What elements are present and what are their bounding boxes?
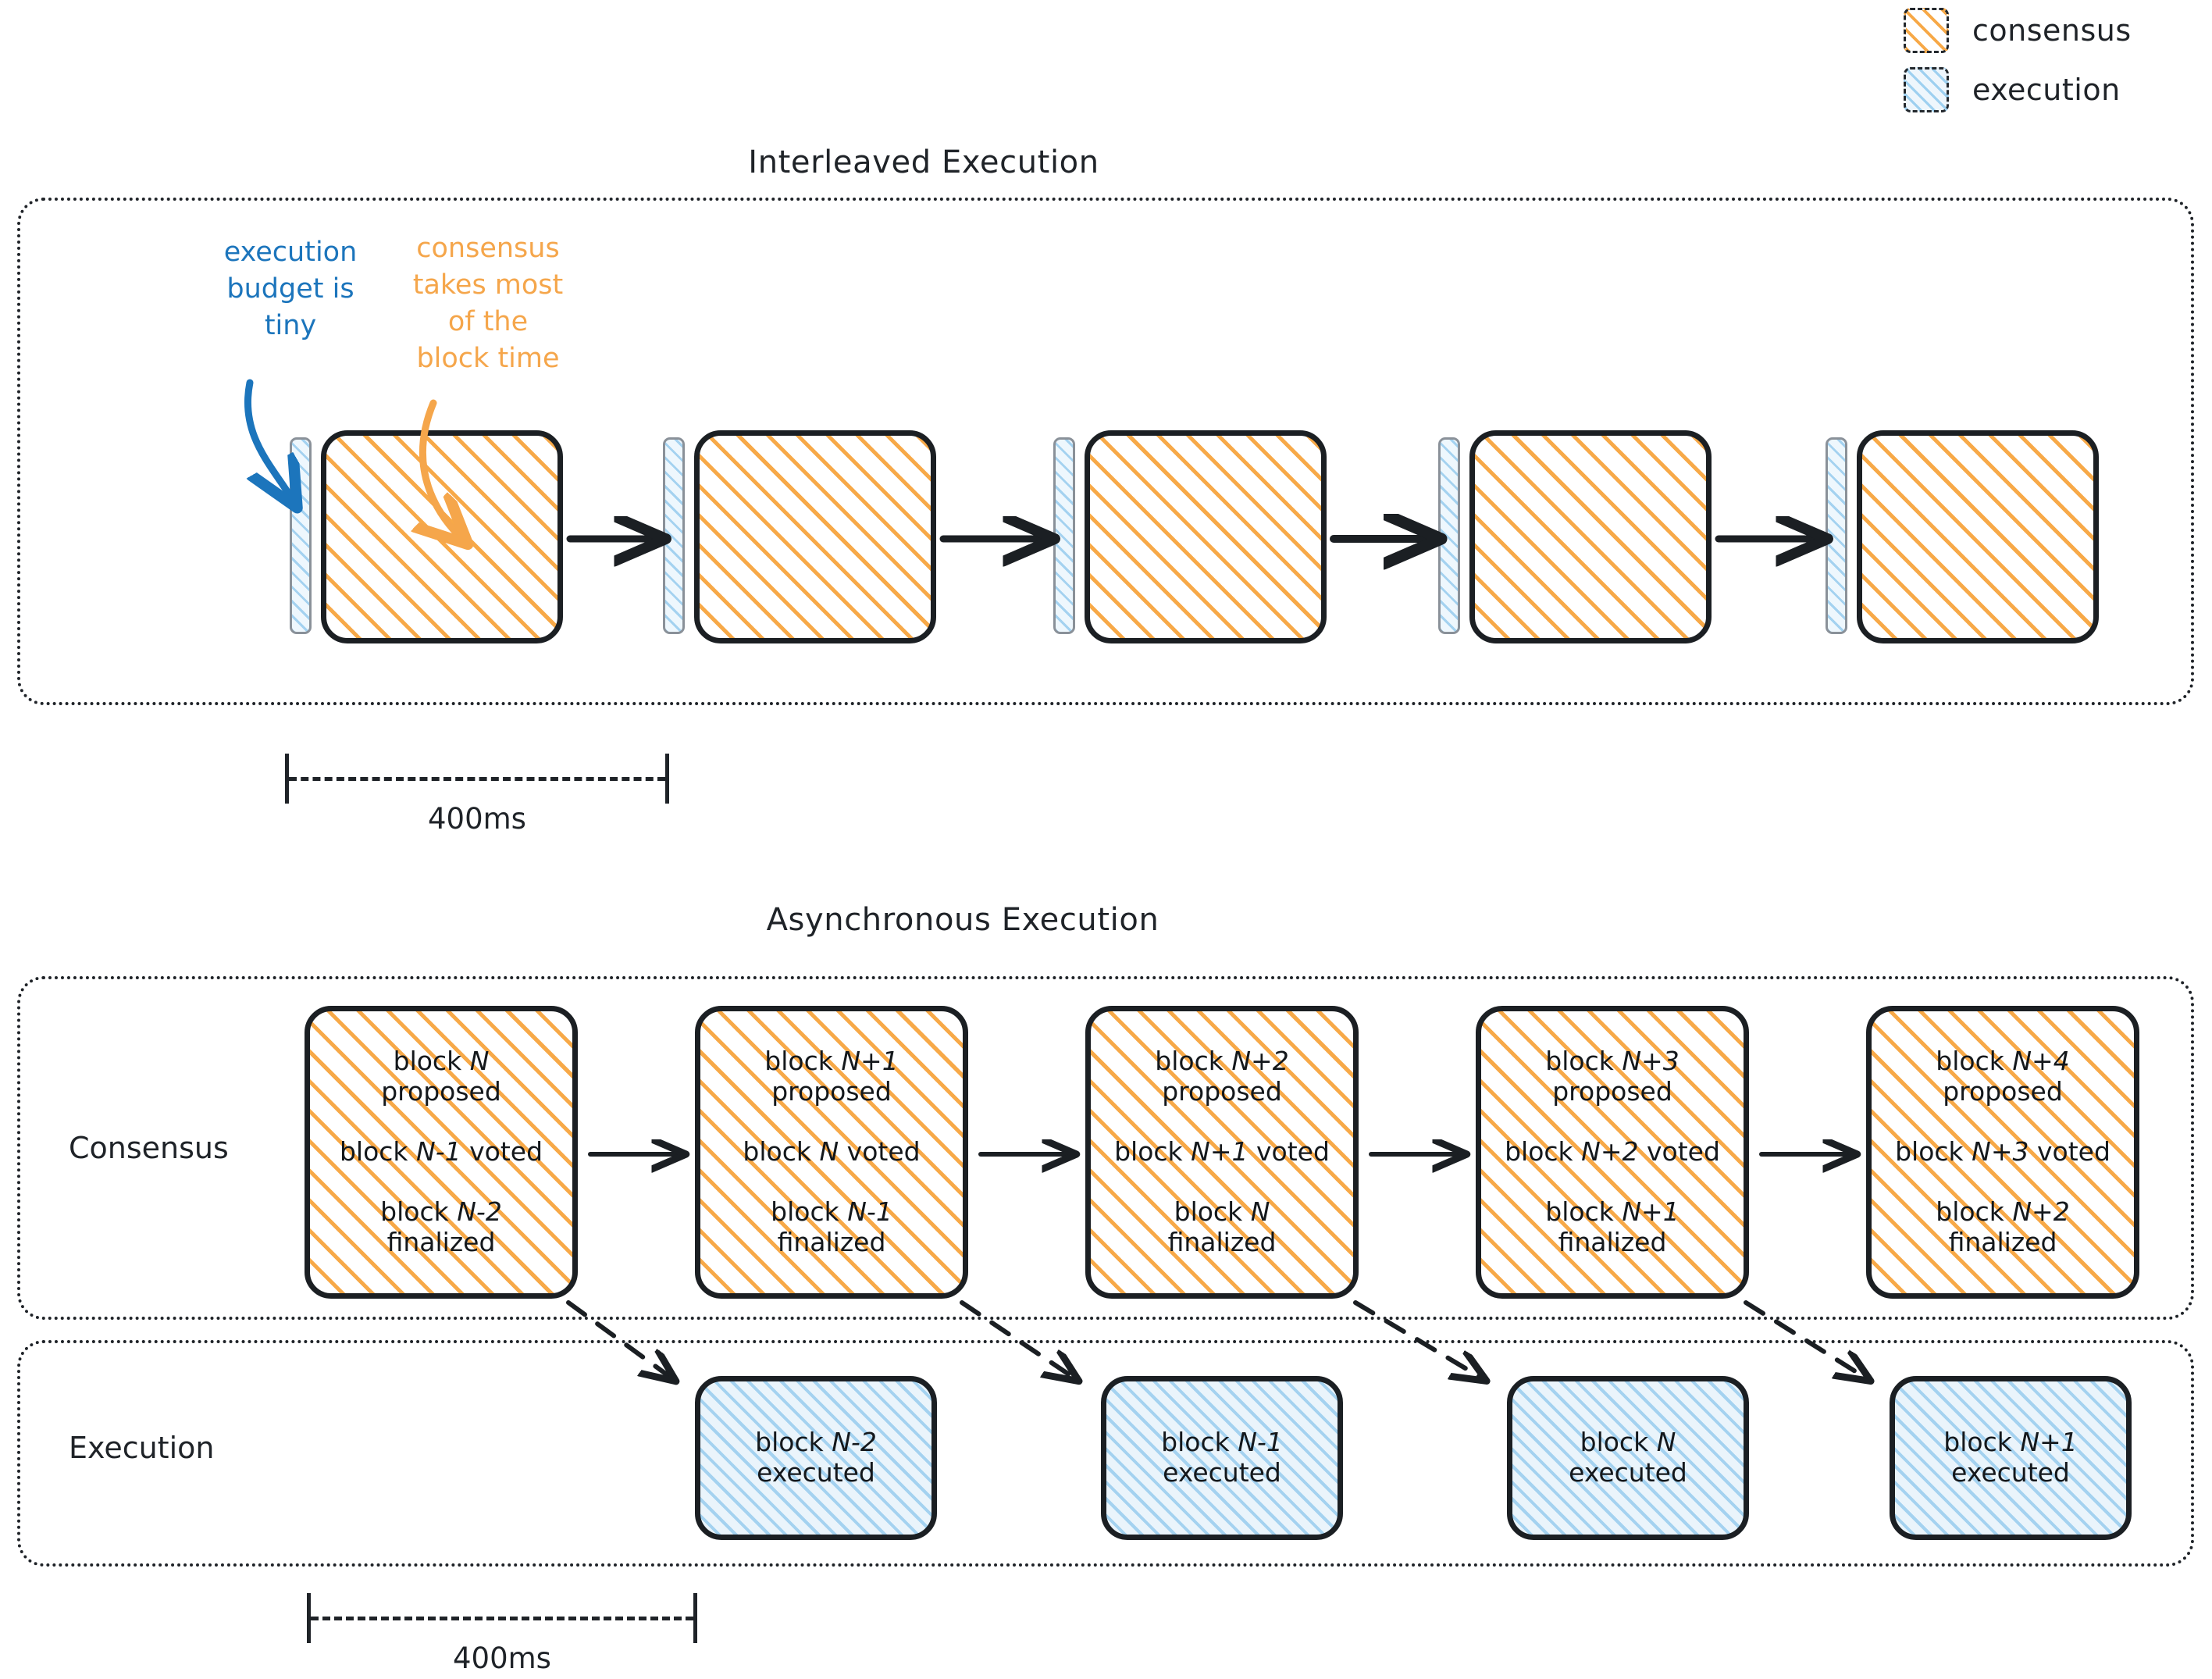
async-execution-block-3: block N executed bbox=[1507, 1376, 1749, 1540]
execution-sliver-5 bbox=[1826, 437, 1847, 634]
block-proposed-line-2: proposed bbox=[771, 1075, 892, 1107]
execution-sliver-3 bbox=[1053, 437, 1075, 634]
block-finalized-line-1: block N-1 bbox=[771, 1196, 892, 1228]
block-proposed-line-1: block N bbox=[393, 1046, 490, 1077]
block-finalized-line-2: finalized bbox=[1558, 1226, 1667, 1257]
legend-label-consensus: consensus bbox=[1972, 13, 2132, 48]
async-execution-block-4: block N+1 executed bbox=[1890, 1376, 2132, 1540]
block-finalized-line-1: block N+2 bbox=[1936, 1196, 2070, 1228]
consensus-block-5 bbox=[1857, 430, 2099, 643]
block-voted-line: block N voted bbox=[743, 1136, 921, 1167]
consensus-block-3 bbox=[1085, 430, 1327, 643]
block-proposed-line-1: block N+3 bbox=[1545, 1046, 1679, 1077]
block-proposed-line-2: proposed bbox=[381, 1075, 501, 1107]
execution-row-panel bbox=[17, 1340, 2194, 1567]
async-consensus-block-2: block N+1 proposed block N voted block N… bbox=[695, 1006, 968, 1299]
execution-hatch-swatch bbox=[1904, 67, 1949, 112]
block-proposed-line-1: block N+4 bbox=[1936, 1046, 2070, 1077]
asynchronous-timing-label: 400ms bbox=[453, 1642, 551, 1675]
block-proposed-line-2: proposed bbox=[1162, 1075, 1282, 1107]
block-finalized-line-2: finalized bbox=[1167, 1226, 1277, 1257]
legend-label-execution: execution bbox=[1972, 73, 2121, 107]
async-consensus-block-5: block N+4 proposed block N+3 voted block… bbox=[1866, 1006, 2139, 1299]
executed-block-line-1: block N bbox=[1580, 1427, 1676, 1458]
executed-block-line-2: executed bbox=[1163, 1457, 1281, 1488]
execution-row-label: Execution bbox=[69, 1431, 215, 1465]
block-proposed-line-2: proposed bbox=[1552, 1075, 1672, 1107]
block-voted-line: block N+1 voted bbox=[1114, 1136, 1330, 1167]
block-finalized-line-2: finalized bbox=[1948, 1226, 2057, 1257]
block-voted-line: block N+3 voted bbox=[1895, 1136, 2110, 1167]
async-execution-block-1: block N-2 executed bbox=[695, 1376, 937, 1540]
block-voted-line: block N-1 voted bbox=[339, 1136, 543, 1167]
block-finalized-line-1: block N bbox=[1174, 1196, 1270, 1228]
executed-block-line-2: executed bbox=[757, 1457, 875, 1488]
block-proposed-line-1: block N+1 bbox=[764, 1046, 899, 1077]
async-consensus-block-4: block N+3 proposed block N+2 voted block… bbox=[1476, 1006, 1749, 1299]
execution-sliver-4 bbox=[1438, 437, 1460, 634]
consensus-block-2 bbox=[694, 430, 936, 643]
consensus-hatch-swatch bbox=[1904, 8, 1949, 53]
executed-block-line-1: block N-1 bbox=[1161, 1427, 1283, 1458]
executed-block-line-1: block N-2 bbox=[755, 1427, 877, 1458]
interleaved-panel bbox=[17, 198, 2194, 705]
block-finalized-line-2: finalized bbox=[386, 1226, 496, 1257]
async-consensus-block-1: block N proposed block N-1 voted block N… bbox=[305, 1006, 578, 1299]
block-finalized-line-1: block N+1 bbox=[1545, 1196, 1679, 1228]
asynchronous-section-title: Asynchronous Execution bbox=[766, 902, 1159, 938]
consensus-row-label: Consensus bbox=[69, 1131, 229, 1165]
execution-sliver-1 bbox=[290, 437, 312, 634]
executed-block-line-2: executed bbox=[1569, 1457, 1687, 1488]
async-execution-block-2: block N-1 executed bbox=[1101, 1376, 1343, 1540]
block-proposed-line-2: proposed bbox=[1943, 1075, 2063, 1107]
interleaved-section-title: Interleaved Execution bbox=[748, 144, 1099, 180]
legend-item-consensus: consensus bbox=[1904, 6, 2200, 55]
block-finalized-line-2: finalized bbox=[777, 1226, 886, 1257]
consensus-block-4 bbox=[1469, 430, 1712, 643]
block-proposed-line-1: block N+2 bbox=[1155, 1046, 1289, 1077]
consensus-block-1 bbox=[321, 430, 563, 643]
interleaved-timing-label: 400ms bbox=[428, 802, 526, 836]
legend: consensus execution bbox=[1904, 6, 2200, 125]
legend-item-execution: execution bbox=[1904, 66, 2200, 114]
consensus-row-panel bbox=[17, 976, 2194, 1320]
executed-block-line-2: executed bbox=[1951, 1457, 2070, 1488]
block-finalized-line-1: block N-2 bbox=[380, 1196, 502, 1228]
execution-sliver-2 bbox=[663, 437, 685, 634]
async-consensus-block-3: block N+2 proposed block N+1 voted block… bbox=[1085, 1006, 1359, 1299]
executed-block-line-1: block N+1 bbox=[1943, 1427, 2078, 1458]
block-voted-line: block N+2 voted bbox=[1505, 1136, 1720, 1167]
